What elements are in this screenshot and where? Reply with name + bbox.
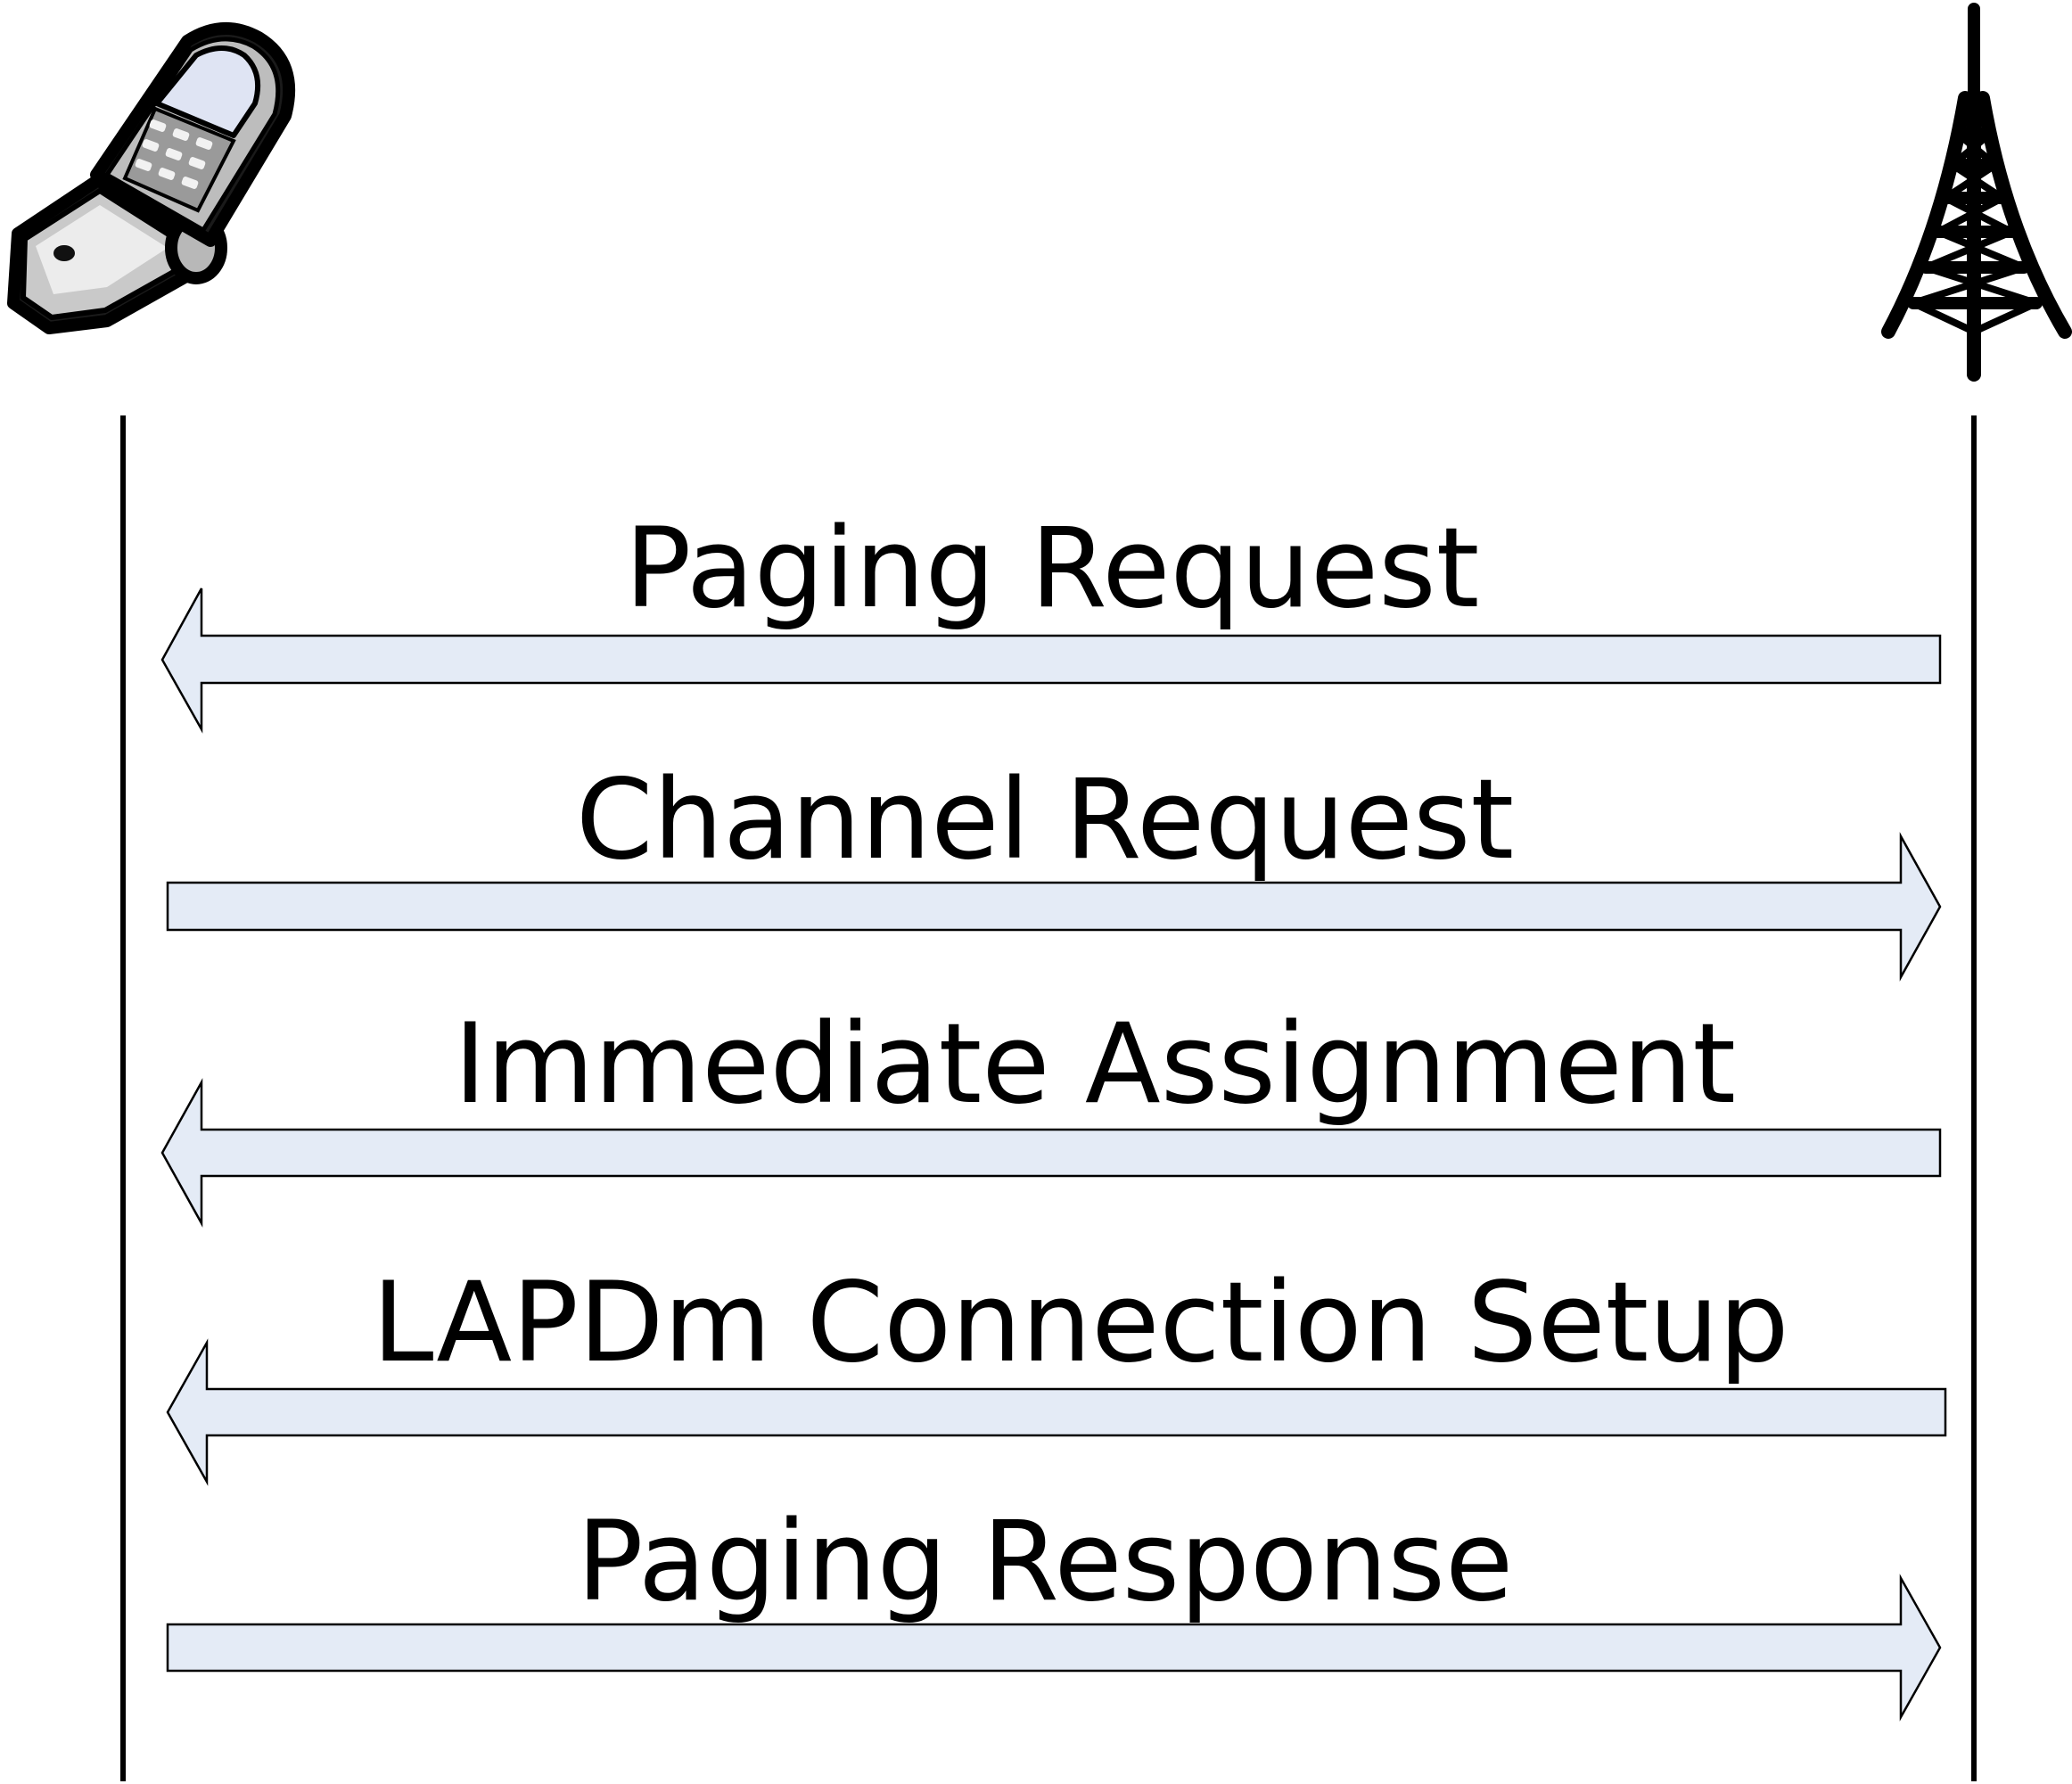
message-arrow	[166, 1338, 1947, 1486]
message-lapdm-connection-setup: LAPDm Connection Setup	[166, 1259, 1947, 1486]
message-arrow	[166, 832, 1942, 982]
message-arrow	[160, 588, 1942, 734]
message-immediate-assignment: Immediate Assignment	[160, 1000, 1942, 1228]
mobile-phone-icon	[7, 22, 296, 334]
message-arrow	[166, 1574, 1942, 1722]
message-label: Channel Request	[576, 756, 1514, 884]
message-paging-request: Paging Request	[160, 505, 1942, 734]
message-label: Immediate Assignment	[454, 1000, 1736, 1129]
cell-tower-icon	[1881, 3, 2072, 382]
message-label: Paging Request	[625, 505, 1480, 633]
message-arrow	[160, 1078, 1942, 1228]
message-channel-request: Channel Request	[166, 756, 1942, 982]
message-paging-response: Paging Response	[166, 1498, 1942, 1722]
message-label: LAPDm Connection Setup	[372, 1259, 1788, 1387]
message-label: Paging Response	[577, 1498, 1514, 1626]
